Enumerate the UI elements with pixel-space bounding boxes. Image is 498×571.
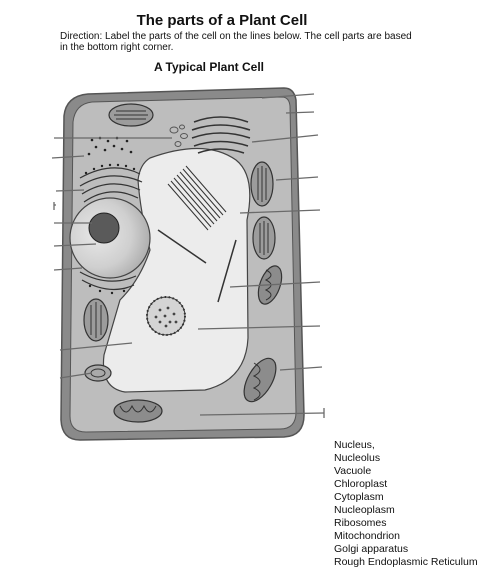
word-bank-item: Rough Endoplasmic Reticulum: [334, 556, 478, 568]
peroxisome: [84, 364, 112, 382]
leader-lines-left: [51, 137, 172, 379]
plant-cell-diagram: [51, 87, 325, 441]
spiky-body: [146, 296, 186, 336]
worksheet-title: The parts of a Plant Cell: [136, 12, 308, 29]
chloroplast: [250, 161, 274, 207]
word-bank: Nucleus, Nucleolus Vacuole Chloroplast C…: [334, 439, 478, 569]
directions-text: Direction: Label the parts of the cell o…: [60, 31, 412, 53]
word-bank-item: Ribosomes: [334, 517, 387, 529]
word-bank-item: Mitochondrion: [334, 530, 400, 542]
chloroplast: [252, 216, 276, 260]
diagram-title: A Typical Plant Cell: [153, 60, 265, 74]
word-bank-item: Vacuole: [334, 465, 372, 477]
word-bank-item: Golgi apparatus: [334, 543, 409, 555]
word-bank-item: Chloroplast: [334, 478, 388, 490]
chloroplast: [83, 298, 109, 342]
nucleolus: [88, 212, 120, 244]
crystal-needles: [157, 229, 237, 303]
word-bank-item: Nucleolus: [334, 452, 381, 464]
crystal-bundle: [167, 165, 227, 231]
vesicles: [169, 124, 188, 147]
word-bank-item: Nucleus,: [334, 439, 375, 451]
leader-lines-right: [197, 93, 325, 418]
word-bank-item: Cytoplasm: [334, 491, 384, 503]
chloroplast: [108, 103, 154, 127]
mitochondrion: [113, 399, 163, 423]
rough-endoplasmic-reticulum: [79, 167, 143, 291]
mitochondrion: [243, 357, 277, 403]
golgi-apparatus: [191, 116, 251, 154]
word-bank-item: Nucleoplasm: [334, 504, 395, 516]
vacuole: [102, 147, 251, 393]
er-ribosomes: [84, 163, 136, 295]
